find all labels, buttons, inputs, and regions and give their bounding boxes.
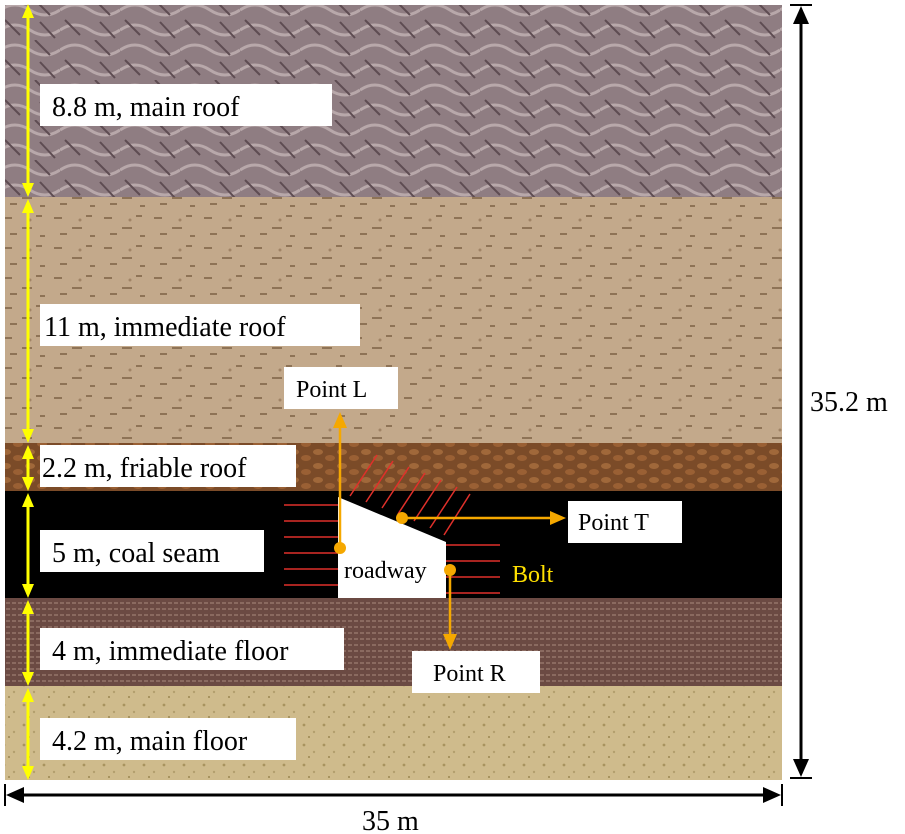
- layer-label-text: 4.2 m, main floor: [52, 726, 248, 757]
- layer-label-text: 11 m, immediate roof: [44, 312, 286, 343]
- roadway-shape: [338, 497, 446, 598]
- layer-label-immediate-roof: 11 m, immediate roof: [40, 304, 360, 346]
- monitor-lines: [333, 412, 566, 650]
- point-r-label: Point R: [433, 661, 506, 687]
- layer-label-main-floor: 4.2 m, main floor: [40, 718, 296, 760]
- point-l-marker: [334, 542, 346, 554]
- point-l-label: Point L: [296, 377, 367, 403]
- bolt-label: Bolt: [512, 562, 554, 588]
- point-r-marker: [444, 564, 456, 576]
- layer-label-text: 2.2 m, friable roof: [42, 453, 247, 484]
- bolts: [284, 454, 500, 594]
- layer-label-text: 5 m, coal seam: [52, 538, 220, 569]
- width-label: 35 m: [362, 806, 419, 834]
- roadway-label: roadway: [344, 558, 427, 584]
- point-t-box: Point T: [568, 501, 682, 543]
- layer-label-text: 8.8 m, main roof: [52, 92, 240, 123]
- point-t-label: Point T: [578, 510, 649, 536]
- width-dimension: [4, 784, 783, 806]
- layer-label-main-roof: 8.8 m, main roof: [40, 84, 332, 126]
- layer-label-friable-roof: 2.2 m, friable roof: [40, 445, 296, 487]
- point-r-box: Point R: [412, 651, 540, 693]
- thickness-arrows: [22, 4, 34, 780]
- layer-label-immediate-floor: 4 m, immediate floor: [40, 628, 344, 670]
- point-t-marker: [396, 512, 408, 524]
- layer-label-text: 4 m, immediate floor: [52, 636, 289, 667]
- height-label: 35.2 m: [810, 387, 888, 418]
- layer-label-coal-seam: 5 m, coal seam: [40, 530, 264, 572]
- height-dimension: [790, 4, 812, 779]
- point-l-box: Point L: [284, 367, 398, 409]
